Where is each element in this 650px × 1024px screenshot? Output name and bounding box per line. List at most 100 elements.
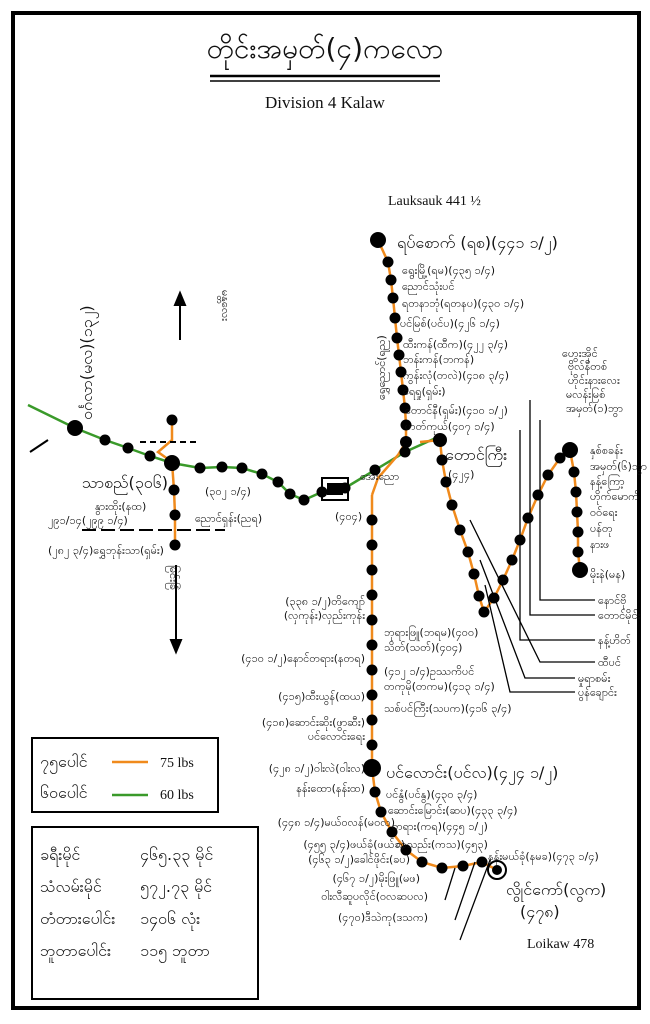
station-dot xyxy=(216,461,228,473)
station-dot xyxy=(370,232,386,248)
station-dot xyxy=(386,826,398,838)
station-dot xyxy=(366,589,378,601)
station-dot xyxy=(375,806,387,818)
stat-value: ၁၁၅ ဘူတာ xyxy=(140,941,210,963)
station-dot xyxy=(194,462,206,474)
stat-label: ဘူတာပေါင်း xyxy=(40,941,111,963)
station-dot xyxy=(554,452,566,464)
station-dot xyxy=(400,436,412,448)
leader-lines xyxy=(444,400,595,941)
station-label: သိတ်(သတ်)(၄၀၄) xyxy=(384,641,462,656)
station-dot xyxy=(568,466,580,478)
station-label: (၄၇၀)ဒီသဲကု(ဒသက) xyxy=(338,911,428,926)
station-label: (၄၂၈ ၁/၂)ဝါးလဲ(ဝါးလ) xyxy=(269,762,365,777)
station-label: တောင်နီ(ရှမ်း)(၄၁၀ ၁/၂) xyxy=(405,404,508,419)
station-label: ဟိုင်းနားလေး xyxy=(568,374,620,389)
station-label: ဗိုလ်နီတစ် xyxy=(568,360,607,375)
station-label: နောင်ဗို xyxy=(598,594,627,609)
station-label: သစ်ပင်ကြီး(သပက)(၄၁၆ ၃/၄) xyxy=(384,701,512,717)
station-dot xyxy=(400,844,412,856)
map-subtitle: Division 4 Kalaw xyxy=(265,93,386,112)
stations xyxy=(67,232,588,875)
legend-label: ၆၀ပေါင် xyxy=(40,783,88,802)
lauksauk-label: Lauksauk 441 ½ xyxy=(388,194,481,209)
legend-label: ၇၅ပေါင် xyxy=(40,752,88,774)
stat-value: ၅၇၂.၇၃ မိုင် xyxy=(140,877,212,899)
station-dot xyxy=(256,468,268,480)
vertical-station-label: မြင်းခြံ xyxy=(165,565,181,590)
taunggyi-mile: (၄၂၄) xyxy=(448,468,474,483)
stat-label: တံတားပေါင်း xyxy=(40,909,115,928)
station-label: နန်းထော(နန်းထ) xyxy=(296,782,365,797)
station-label: (၃၀၂ ၁/၄) xyxy=(205,485,251,500)
station-dot xyxy=(446,499,458,511)
station-label: (၄၁၀ ၁/၂)နောင်တရား(နတရ) xyxy=(241,652,365,667)
station-label: နန့်ကြော့ xyxy=(590,474,625,490)
vertical-station-label: ရွှေညောင်(ရည) xyxy=(375,335,390,400)
station-label: ဘန်းကန်(ဘကန်) xyxy=(403,353,474,368)
track-75lbs xyxy=(482,449,571,613)
station-dot xyxy=(522,512,534,524)
station-label: တကုမို(တကမ)(၄၁၃ ၁/၄) xyxy=(384,680,495,695)
station-dot xyxy=(366,689,378,701)
station-dot xyxy=(366,664,378,676)
station-label: ရပ်စောက် (ရစ)(၄၄၁ ၁/၂) xyxy=(397,233,558,255)
station-dot xyxy=(369,464,381,476)
station-label: ကသည်း(ကသ)(၄၅၃) xyxy=(396,838,488,853)
station-label: ဟိုက်မောက် xyxy=(590,490,639,505)
shwenyaung-label: နှစ်စခန်း xyxy=(590,444,623,459)
station-dot xyxy=(164,455,180,471)
station-dot xyxy=(397,384,409,396)
station-dot xyxy=(473,590,485,602)
kalaw-station-box xyxy=(321,477,349,501)
station-label: ဟတ်ကုယ်(၄၀၇ ၁/၄) xyxy=(405,420,495,435)
stats-box xyxy=(31,826,259,1000)
station-label: (၂၈၂ ၃/၄)ရွှေဘုန်းသာ(ရှမ်း) xyxy=(48,544,164,559)
station-label: ဝါးလီဆူပလိုင်(ဝလဆပလ) xyxy=(321,890,428,905)
pinlaung-label: ပင်လောင်း(ပင်လ)(၄၂၄ ၁/၂) xyxy=(386,763,558,785)
station-label: တရား(ကရ)(၄၄၅ ၁/၂) xyxy=(392,820,488,835)
station-dot xyxy=(391,332,403,344)
station-dot xyxy=(532,489,544,501)
station-dot xyxy=(122,442,134,454)
station-dot xyxy=(144,450,156,462)
station-label: (၄၁၈)ဆောင်းဆိုး(ဖွာဆီး) xyxy=(262,716,365,731)
station-label: အမှတ်(၁)ဘွာ xyxy=(566,402,623,417)
station-label: နားဖ xyxy=(590,538,609,553)
station-dot xyxy=(542,469,554,481)
station-dot xyxy=(385,274,397,286)
station-label: (၄၆၃ ၁/၂)ခေါင်ဖိုင်း(ခပ) xyxy=(308,853,410,868)
station-dot xyxy=(506,554,518,566)
station-label: ဘုရားဖြူ(ဘရမ)(၄၀၀) xyxy=(384,625,478,641)
station-label: ဝဝ်ရေး xyxy=(590,506,618,521)
loikaw-mm-label: လွိုင်ကော်(လွက) xyxy=(506,880,606,902)
station-label: ဆောင်းမြောင်း(ဆပ)(၄၃၃ ၃/၄) xyxy=(388,803,518,819)
aungban-label: အေးညော xyxy=(360,470,399,485)
station-label: ၂၉၁/၁၄(၂၉၉ ၁/၄) xyxy=(48,514,128,529)
station-dot xyxy=(284,488,296,500)
station-label: တောင်မိုင်း xyxy=(598,609,641,624)
station-label: ရတနာဘုံ(ရတနပ)(၄၃၀ ၁/၄) xyxy=(402,297,524,312)
station-dot xyxy=(436,454,448,466)
station-dot xyxy=(562,442,578,458)
station-dot xyxy=(454,524,466,536)
station-label: ကွန်းလုံ(တလဲ)(၄၁၈ ၃/၄) xyxy=(403,369,509,384)
station-label: ညောင်ရှန်း(ညရ) xyxy=(195,512,262,527)
legend-value: 75 lbs xyxy=(160,756,194,771)
station-label: ပန်တု xyxy=(590,522,613,537)
station-dot xyxy=(168,484,180,496)
station-dot xyxy=(387,292,399,304)
station-label: အမှတ်(၆)ဘွာ xyxy=(590,460,647,475)
station-dot xyxy=(298,494,310,506)
station-dot xyxy=(395,366,407,378)
station-dot xyxy=(389,312,401,324)
station-dot xyxy=(166,414,178,426)
station-dot xyxy=(382,256,394,268)
station-dot xyxy=(366,514,378,526)
loikaw-mile: (၄၇၈) xyxy=(520,902,560,924)
station-dot xyxy=(571,506,583,518)
station-dot xyxy=(67,420,83,436)
station-dot xyxy=(366,739,378,751)
station-dot xyxy=(366,639,378,651)
